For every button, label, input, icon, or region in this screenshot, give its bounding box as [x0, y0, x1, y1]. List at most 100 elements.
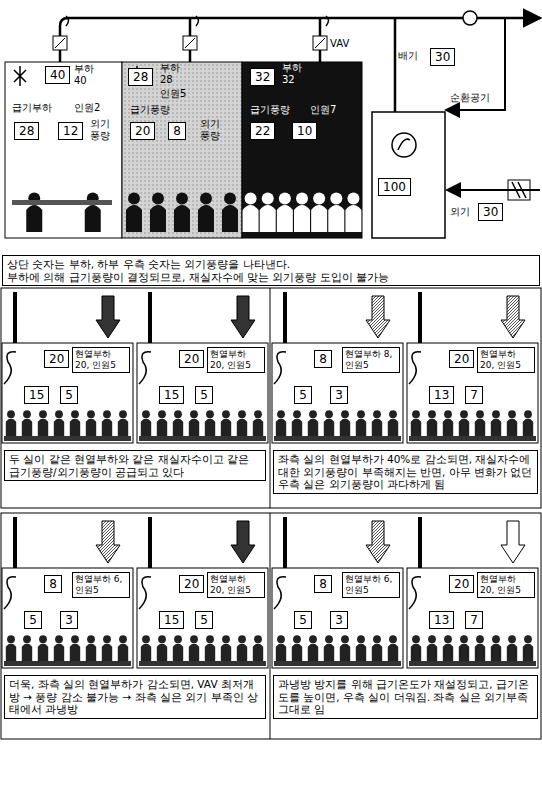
node-text: 15: [164, 613, 179, 627]
number-box: 28: [14, 122, 39, 140]
person-figure: [340, 643, 350, 661]
number-box: 15: [159, 611, 184, 629]
person-figure: [158, 635, 166, 643]
person-figure: [54, 418, 64, 436]
person-figure: [237, 418, 247, 436]
label: 외기풍량: [200, 118, 224, 142]
supply-arrow: [96, 296, 120, 338]
person-figure: [221, 643, 231, 661]
person-figure: [476, 410, 484, 418]
number-box: 5: [294, 386, 312, 404]
note-box: 더욱, 좌측 실의 현열부하가 감소되면, VAV 최저개방 → 풍량 감소 불…: [4, 675, 266, 719]
label: 인원2: [74, 102, 100, 114]
node-text: 100: [383, 180, 406, 194]
number-box: 30: [430, 48, 455, 66]
label: 순환공기: [450, 92, 490, 104]
person-figure: [71, 410, 79, 418]
person-figure: [508, 635, 516, 643]
fan-symbol: [139, 577, 151, 609]
room-outline: [2, 568, 133, 668]
note-box: 두 실이 같은 현열부하와 같은 재실자수이고 같은 급기풍량/외기풍량이 공급…: [4, 450, 266, 481]
node-text: 5: [200, 613, 208, 627]
person-figure: [459, 418, 469, 436]
person-figure: [86, 418, 96, 436]
person-figure: [411, 418, 421, 436]
supply-arrow: [231, 296, 255, 338]
node-text: 5: [29, 613, 37, 627]
person-figure: [222, 635, 230, 643]
floor: [409, 661, 536, 666]
node-text: 3: [335, 388, 343, 402]
number-box: 3: [60, 611, 78, 629]
floor: [409, 436, 536, 441]
node-text: 13: [434, 613, 449, 627]
number-box: 13: [429, 386, 454, 404]
person-figure: [460, 410, 468, 418]
node-text: 28: [19, 124, 34, 138]
duct: [13, 292, 17, 343]
person-figure: [190, 410, 198, 418]
number-box: 7: [465, 386, 483, 404]
duct: [418, 292, 422, 343]
person-figure: [324, 643, 334, 661]
person-figure: [238, 410, 246, 418]
person-figure: [292, 418, 302, 436]
person-figure: [38, 418, 48, 436]
person-figure: [389, 410, 397, 418]
person-figure: [412, 410, 420, 418]
number-box: 15: [24, 386, 49, 404]
person-figure: [356, 418, 366, 436]
node-text: 8: [319, 577, 327, 591]
number-box: 12: [58, 122, 83, 140]
person-figure: [412, 635, 420, 643]
person-figure: [428, 635, 436, 643]
label: 급기부하: [12, 102, 52, 114]
fan-symbol: [409, 352, 421, 384]
fan-symbol: [4, 352, 16, 384]
person-figure: [313, 192, 325, 204]
person-figure: [411, 643, 421, 661]
number-box: 10: [292, 122, 317, 140]
person-figure: [309, 410, 317, 418]
label: 인원5: [160, 88, 186, 100]
node-text: 20: [135, 124, 150, 138]
person-figure: [87, 410, 95, 418]
label: 부하 28: [160, 62, 194, 86]
number-box: 20: [130, 122, 155, 140]
node-text: 20: [49, 352, 64, 366]
note-box: 좌측 실의 현열부하가 40%로 감소되면, 재실자수에 대한 외기풍량이 부족…: [273, 450, 538, 494]
node-text: 3: [65, 613, 73, 627]
person-figure: [23, 635, 31, 643]
fan-symbol: [274, 577, 286, 609]
person-figure: [372, 418, 382, 436]
person-figure: [55, 410, 63, 418]
floor: [274, 661, 401, 666]
person-figure: [39, 635, 47, 643]
person-figure: [205, 643, 215, 661]
person-figure: [103, 410, 111, 418]
node-text: 8: [319, 352, 327, 366]
number-box: 20: [449, 575, 474, 593]
person-figure: [6, 418, 16, 436]
load-box: 현열부하 6, 인원5: [72, 572, 130, 598]
number-box: 7: [465, 611, 483, 629]
duct: [148, 292, 152, 343]
room-outline: [272, 568, 403, 668]
node-text: 현열부하 20, 인원5: [75, 349, 127, 371]
person-figure: [276, 418, 286, 436]
person-figure: [190, 635, 198, 643]
person-figure: [296, 192, 308, 204]
floor: [274, 436, 401, 441]
person-figure: [87, 635, 95, 643]
person-figure: [443, 643, 453, 661]
number-box: 32: [250, 68, 275, 86]
load-box: 현열부하 20, 인원5: [477, 347, 535, 373]
person-figure: [444, 410, 452, 418]
person-figure: [328, 205, 344, 232]
node-text: 13: [434, 388, 449, 402]
person-figure: [6, 643, 16, 661]
person-figure: [102, 643, 112, 661]
person-figure: [23, 410, 31, 418]
number-box: 40: [45, 66, 70, 84]
supply-arrow: [231, 521, 255, 563]
